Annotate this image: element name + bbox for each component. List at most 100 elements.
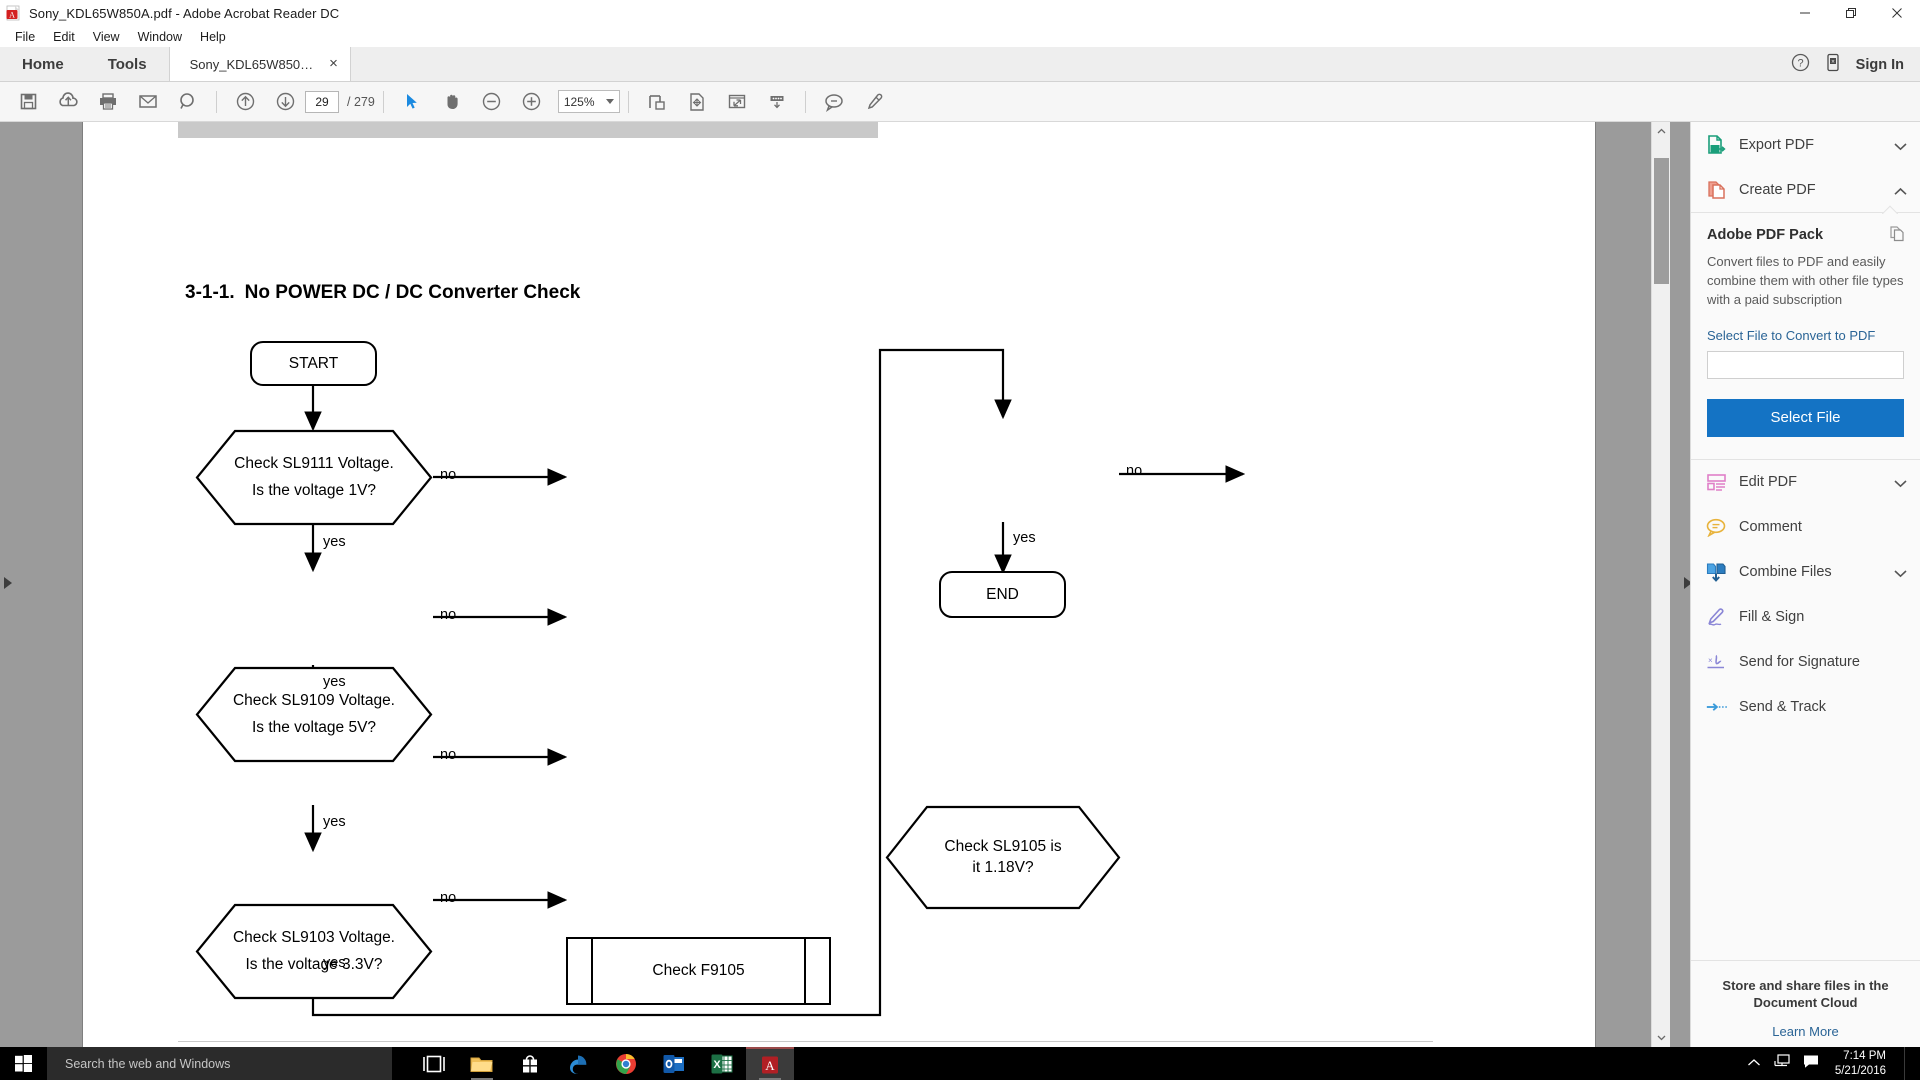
select-cursor-icon[interactable] [392, 83, 432, 121]
next-page-icon[interactable] [265, 83, 305, 121]
taskbar-clock[interactable]: 7:14 PM 5/21/2016 [1835, 1049, 1886, 1078]
svg-text:A: A [9, 11, 15, 20]
edit-pdf-icon [1705, 471, 1727, 493]
hand-tool-icon[interactable] [432, 83, 472, 121]
edge-label-no-4: no [440, 890, 457, 906]
select-file-link[interactable]: Select File to Convert to PDF [1707, 327, 1876, 343]
show-hidden-icons[interactable] [1747, 1055, 1761, 1073]
stacked-files-icon [1889, 225, 1906, 247]
flow-node-line2: Is the voltage 3.3V? [245, 956, 383, 973]
fill-sign-icon [1705, 606, 1727, 628]
task-view-icon[interactable] [410, 1047, 458, 1080]
chevron-down-icon[interactable] [1894, 566, 1907, 578]
toolbar-separator-3 [627, 90, 629, 113]
search-placeholder: Search the web and Windows [65, 1056, 231, 1071]
menu-edit[interactable]: Edit [53, 30, 75, 44]
tool-label: Combine Files [1739, 564, 1832, 581]
menu-help[interactable]: Help [200, 30, 226, 44]
minimize-button[interactable] [1782, 0, 1828, 26]
print-icon[interactable] [88, 83, 128, 121]
maximize-button[interactable] [1828, 0, 1874, 26]
chevron-up-icon[interactable] [1894, 184, 1907, 196]
chevron-down-icon[interactable] [1894, 476, 1907, 488]
flow-node-line2: Is the voltage 1V? [251, 482, 377, 499]
store-icon[interactable] [506, 1047, 554, 1080]
zoom-out-icon[interactable] [472, 83, 512, 121]
scroll-mode-icon[interactable] [757, 83, 797, 121]
action-center-icon[interactable] [1803, 1054, 1819, 1074]
network-icon[interactable] [1773, 1053, 1791, 1074]
tool-label: Send & Track [1739, 699, 1827, 716]
tool-send-and-track[interactable]: Send & Track [1691, 685, 1920, 730]
tool-comment[interactable]: Comment [1691, 505, 1920, 550]
tool-export-pdf[interactable]: Export PDF [1691, 122, 1920, 167]
close-icon[interactable]: × [329, 55, 338, 72]
fit-width-icon[interactable] [637, 83, 677, 121]
chrome-icon[interactable] [602, 1047, 650, 1080]
scroll-down-icon[interactable] [1652, 1028, 1671, 1047]
menu-window[interactable]: Window [137, 30, 183, 44]
sign-in-button[interactable]: Sign In [1855, 57, 1904, 73]
fit-page-icon[interactable] [677, 83, 717, 121]
taskbar-app-buttons: X A [410, 1047, 794, 1080]
tab-document[interactable]: Sony_KDL65W850… × [168, 47, 351, 81]
upload-cloud-icon[interactable] [48, 83, 88, 121]
previous-page-icon[interactable] [225, 83, 265, 121]
save-icon[interactable] [8, 83, 48, 121]
menu-view[interactable]: View [92, 30, 120, 44]
panel-caret-icon [1882, 205, 1898, 214]
svg-text:×: × [1708, 656, 1713, 665]
help-icon[interactable]: ? [1791, 53, 1810, 77]
scrollbar-thumb[interactable] [1654, 158, 1669, 284]
menu-file[interactable]: File [15, 30, 36, 44]
show-desktop-button[interactable] [1904, 1047, 1910, 1080]
comment-icon[interactable] [814, 83, 854, 121]
excel-icon[interactable]: X [698, 1047, 746, 1080]
taskbar-search-input[interactable]: Search the web and Windows [47, 1047, 392, 1080]
tool-create-pdf[interactable]: Create PDF [1691, 167, 1920, 212]
tool-combine-files[interactable]: Combine Files [1691, 550, 1920, 595]
send-track-icon [1705, 696, 1727, 718]
expand-right-panel-icon[interactable] [1684, 577, 1692, 589]
tab-home[interactable]: Home [0, 47, 86, 81]
flowchart-canvas: 3-1-1.No POWER DC / DC Converter Check [83, 122, 1595, 1047]
page-number-input[interactable]: 29 [305, 90, 339, 113]
select-file-input[interactable] [1707, 350, 1904, 379]
edge-label-yes-2: yes [323, 674, 346, 690]
tool-send-for-signature[interactable]: × Send for Signature [1691, 640, 1920, 685]
tool-edit-pdf[interactable]: Edit PDF [1691, 460, 1920, 505]
email-icon[interactable] [128, 83, 168, 121]
highlight-icon[interactable] [854, 83, 894, 121]
acrobat-taskbar-icon[interactable]: A [746, 1047, 794, 1080]
task-underline [759, 1078, 781, 1080]
expand-left-panel-icon[interactable] [4, 577, 12, 589]
learn-more-link[interactable]: Learn More [1772, 1024, 1839, 1039]
outlook-icon[interactable] [650, 1047, 698, 1080]
main-toolbar: 29 / 279 125% [0, 82, 1920, 122]
tool-fill-sign[interactable]: Fill & Sign [1691, 595, 1920, 640]
file-explorer-icon[interactable] [458, 1047, 506, 1080]
tool-label: Send for Signature [1739, 654, 1860, 671]
search-icon[interactable] [168, 83, 208, 121]
document-body-area: 3-1-1.No POWER DC / DC Converter Check [0, 122, 1920, 1047]
page-total-label: / 279 [347, 94, 375, 109]
tab-tools[interactable]: Tools [85, 47, 169, 81]
flow-node-decision-sl9109: Check SL9109 Voltage. Is the voltage 5V? [195, 666, 433, 763]
zoom-in-icon[interactable] [512, 83, 552, 121]
send-signature-icon: × [1705, 651, 1727, 673]
close-button[interactable] [1874, 0, 1920, 26]
combine-files-icon [1705, 561, 1727, 583]
windows-start-icon[interactable] [0, 1047, 47, 1080]
scroll-up-icon[interactable] [1652, 122, 1671, 141]
mobile-link-icon[interactable]: × [1824, 53, 1842, 77]
zoom-level-select[interactable]: 125% [557, 90, 620, 113]
flow-node-line1: Check SL9103 Voltage. [232, 929, 395, 947]
document-vertical-scrollbar[interactable] [1651, 122, 1670, 1047]
edge-icon[interactable] [554, 1047, 602, 1080]
edge-label-yes-5: yes [1013, 530, 1036, 546]
fullscreen-icon[interactable] [717, 83, 757, 121]
chevron-down-icon[interactable] [1894, 139, 1907, 151]
document-scroll-pane[interactable]: 3-1-1.No POWER DC / DC Converter Check [20, 122, 1670, 1047]
select-file-button[interactable]: Select File [1707, 398, 1904, 437]
tool-label: Edit PDF [1739, 474, 1798, 491]
